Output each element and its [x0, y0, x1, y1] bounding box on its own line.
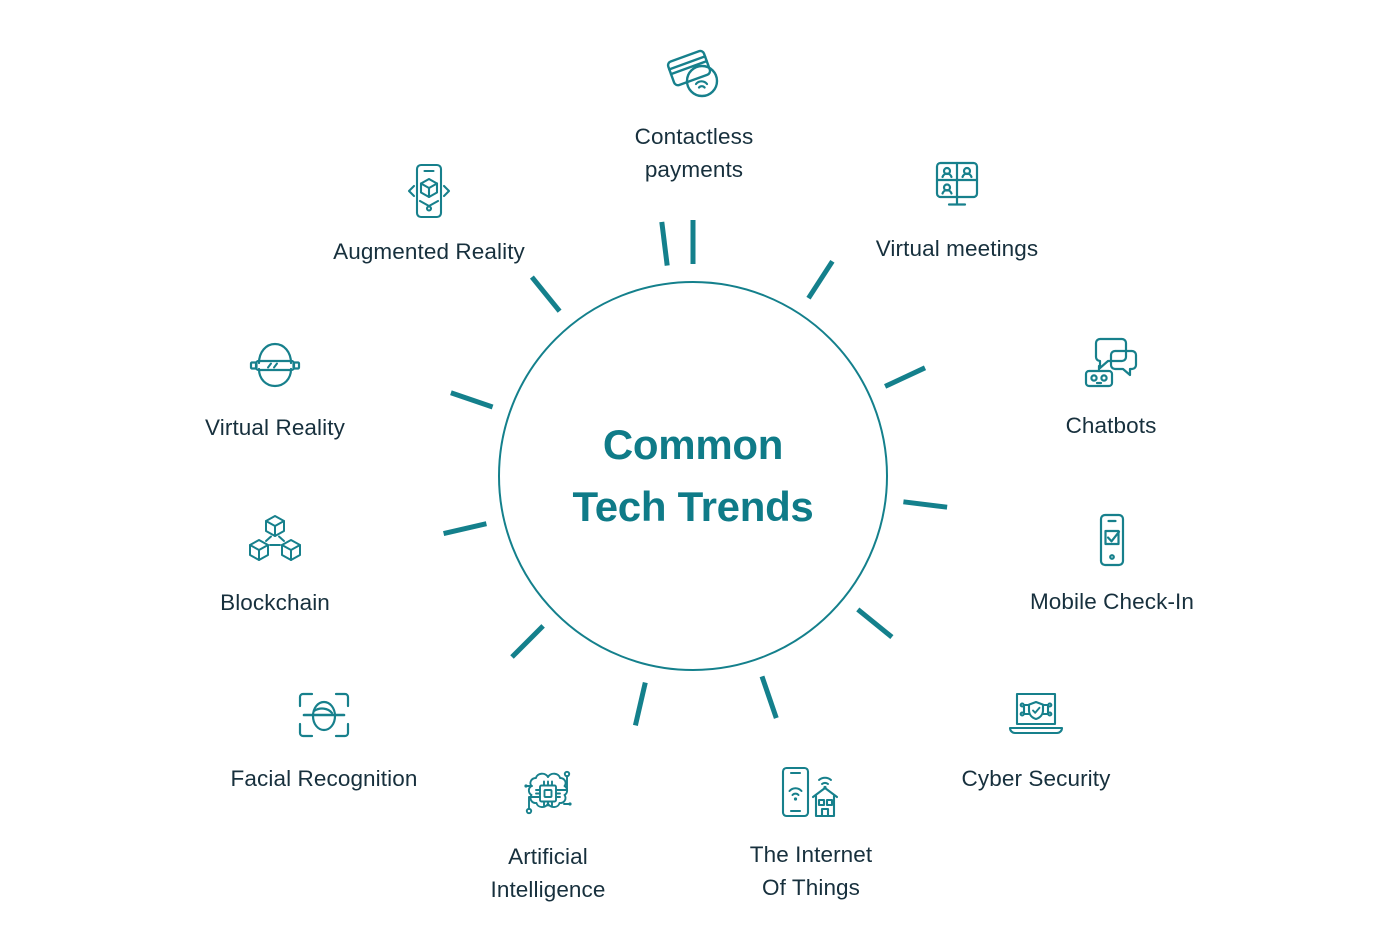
node-label: The Internet Of Things: [749, 842, 873, 901]
center-title-line-2: Tech Trends: [572, 483, 814, 530]
ray-tick-10: [529, 275, 562, 313]
center-title-line-1: Common: [602, 420, 784, 468]
blockchain-cubes-icon: [150, 514, 400, 574]
node-artificial-intelligence[interactable]: Artificial Intelligence: [423, 768, 673, 907]
vr-headset-icon: [150, 339, 400, 399]
chatbot-icon: [986, 337, 1236, 397]
brain-chip-icon: [423, 768, 673, 828]
ray-tick-4: [856, 607, 894, 640]
phone-checkbox-icon: [987, 513, 1237, 573]
node-label: Facial Recognition: [230, 766, 418, 791]
contactless-payment-icon: [569, 48, 819, 108]
node-internet-of-things[interactable]: The Internet Of Things: [686, 766, 936, 905]
ray-tick-6: [632, 682, 648, 726]
node-virtual-reality[interactable]: Virtual Reality: [150, 339, 400, 444]
node-label: Artificial Intelligence: [490, 844, 606, 903]
node-contactless-payments[interactable]: Contactless payments: [569, 48, 819, 187]
node-label: Augmented Reality: [333, 239, 525, 264]
node-label: Contactless payments: [634, 124, 754, 183]
node-blockchain[interactable]: Blockchain: [150, 514, 400, 619]
ray-tick-2: [884, 365, 927, 389]
ray-tick-3: [903, 499, 948, 510]
node-label: Virtual Reality: [205, 415, 345, 440]
node-label: Cyber Security: [961, 766, 1111, 791]
ray-tick-8: [443, 521, 487, 537]
node-augmented-reality[interactable]: Augmented Reality: [304, 163, 554, 268]
video-grid-icon: [832, 160, 1082, 220]
node-chatbots[interactable]: Chatbots: [986, 337, 1236, 442]
ray-tick-7: [510, 624, 545, 659]
node-label: Blockchain: [220, 590, 330, 615]
ray-tick-1: [806, 259, 835, 300]
smart-home-phone-icon: [686, 766, 936, 826]
face-scan-icon: [199, 690, 449, 750]
ray-tick-11: [659, 221, 670, 266]
ray-tick-5: [759, 675, 779, 719]
node-mobile-check-in[interactable]: Mobile Check-In: [987, 513, 1237, 618]
laptop-shield-icon: [911, 690, 1161, 750]
node-facial-recognition[interactable]: Facial Recognition: [199, 690, 449, 795]
ray-tick-9: [450, 390, 494, 410]
node-virtual-meetings[interactable]: Virtual meetings: [832, 160, 1082, 265]
node-cyber-security[interactable]: Cyber Security: [911, 690, 1161, 795]
node-label: Virtual meetings: [875, 236, 1039, 261]
node-label: Chatbots: [1065, 413, 1157, 438]
node-label: Mobile Check-In: [1029, 589, 1195, 614]
ar-phone-cube-icon: [304, 163, 554, 223]
